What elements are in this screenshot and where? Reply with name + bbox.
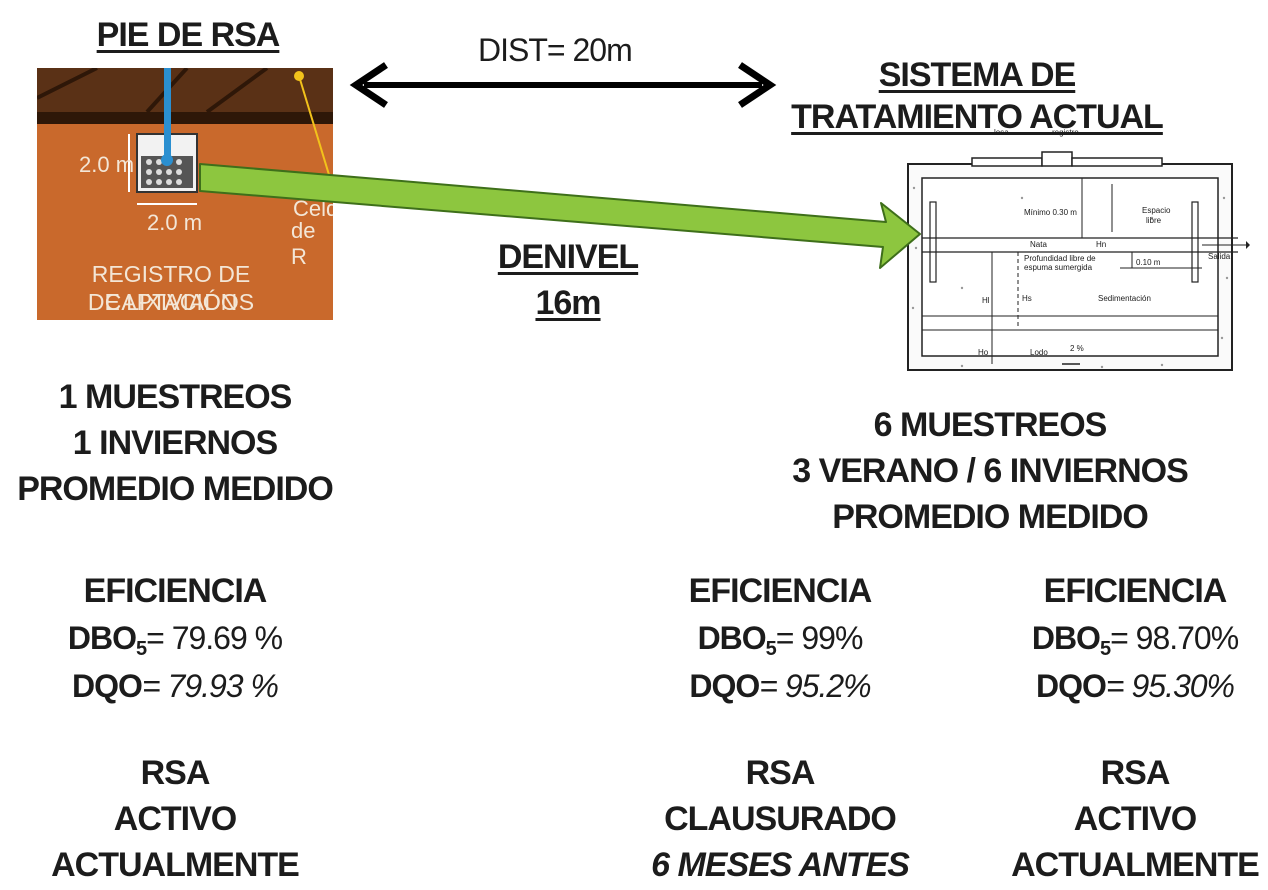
col-a-status-3: 6 MESES ANTES [651,846,910,884]
col-a-dbo-sub: 5 [765,638,777,660]
left-dbo: DBO5= 79.69 % [0,614,350,673]
left-samples-2: 1 INVIERNOS [72,424,278,462]
tank-label-hn: Hn [1096,240,1107,249]
tank-label-espacio-1: Espacio [1142,206,1171,215]
drop-label-2: 16m [535,284,601,322]
tank-label-hl: Hl [982,296,990,305]
distance-arrow [349,62,777,108]
left-dbo-sub: 5 [135,638,147,660]
tank-label-minimo: Mínimo 0.30 m [1024,208,1077,217]
left-status-3: ACTUALMENTE [51,846,300,884]
left-dqo: DQO= 79.93 % [0,662,350,710]
col-b-efficiency-title: EFICIENCIA [1043,572,1228,610]
tank-label-registro: registro [1052,128,1079,137]
left-dbo-value: = 79.69 % [146,620,283,656]
col-a-dqo-value: = 95.2% [759,668,871,704]
tank-label-nata: Nata [1030,240,1047,249]
col-a-dbo-label: DBO [697,620,767,656]
tank-label-pct: 2 % [1070,344,1084,353]
dim-bottom: 2.0 m [147,210,203,235]
left-dqo-label: DQO [72,668,143,704]
col-b-status-2: ACTIVO [1073,800,1197,838]
col-b-dqo-label: DQO [1036,668,1107,704]
partial-label-2: de R [291,218,316,269]
col-a-dbo-value: = 99% [775,620,864,656]
right-title-line1: SISTEMA DE [878,56,1077,94]
tank-label-dim-010: 0.10 m [1136,258,1161,267]
distance-label: DIST= 20m [478,32,633,68]
col-b-dqo: DQO= 95.30% [1010,662,1260,710]
tank-label-prof-1: Profundidad libre de [1024,254,1096,263]
left-status-2: ACTIVO [113,800,237,838]
col-b-dbo: DBO5= 98.70% [1010,614,1260,673]
dim-side: 2.0 m [79,152,135,177]
left-samples-3: PROMEDIO MEDIDO [17,470,334,508]
photo-graphics [37,68,333,205]
tank-graphics [907,151,1250,371]
col-b-dqo-value: = 95.30% [1105,668,1235,704]
tank-label-hs: Hs [1022,294,1032,303]
drop-label-1: DENIVEL [497,238,639,276]
tank-label-ho: Ho [978,348,989,357]
col-b-dbo-sub: 5 [1099,638,1111,660]
col-a-dqo-label: DQO [689,668,760,704]
right-samples-2: 3 VERANO / 6 INVIERNOS [792,452,1189,490]
tank-label-lodo: Lodo [1030,348,1048,357]
tank-label-sedimentacion: Sedimentación [1098,294,1151,303]
col-a-status-1: RSA [745,754,816,792]
col-b-dbo-label: DBO [1031,620,1101,656]
tank-label-salida: Salida [1208,252,1231,261]
col-b-status-3: ACTUALMENTE [1011,846,1260,884]
tank-label-losa: losa [994,128,1009,137]
col-b-dbo-value: = 98.70% [1110,620,1239,656]
tank-label-espacio-2: libre [1146,216,1162,225]
left-status-1: RSA [140,754,211,792]
col-b-status-1: RSA [1100,754,1171,792]
col-a-dqo: DQO= 95.2% [640,662,920,710]
septic-tank-diagram: losa registro Mínimo 0.30 m Espacio libr… [902,128,1250,376]
left-dbo-label: DBO [67,620,137,656]
right-samples-3: PROMEDIO MEDIDO [832,498,1149,536]
right-title-line2: TRATAMIENTO ACTUAL [791,98,1164,136]
col-a-status-2: CLAUSURADO [664,800,897,838]
photo-caption-2: DE LIXIVIADOS [87,289,255,315]
tank-label-prof-2: espuma sumergida [1024,263,1093,272]
photo-caption-1: REGISTRO DE CAPTACIÓN [91,261,251,315]
left-samples-1: 1 MUESTREOS [58,378,293,416]
right-samples-1: 6 MUESTREOS [873,406,1108,444]
left-dqo-value: = 79.93 % [141,668,279,704]
col-a-efficiency-title: EFICIENCIA [688,572,873,610]
left-efficiency-title: EFICIENCIA [83,572,268,610]
left-title: PIE DE RSA [96,16,281,54]
col-a-dbo: DBO5= 99% [640,614,920,673]
